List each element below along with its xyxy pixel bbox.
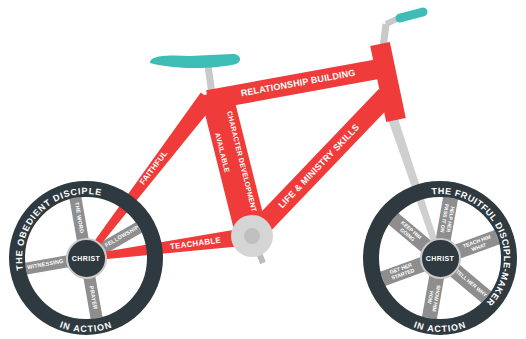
ring-text-path: IN ACTION xyxy=(412,319,467,334)
ring-text: IN ACTION xyxy=(58,319,113,334)
bottom-bracket xyxy=(244,228,260,244)
spoke-label: HELP HER PASS IT ON xyxy=(438,198,456,239)
spoke-label: SHOW HIM HOW xyxy=(424,277,442,318)
hub-circle: CHRIST xyxy=(66,238,107,279)
wheel-circle: THE OBEDIENT DISCIPLE IN ACTION CHRIST xyxy=(9,181,163,335)
hub-text: CHRIST xyxy=(72,255,100,262)
head-tube xyxy=(370,42,406,122)
spoke-label: KEEP HIM GOING xyxy=(390,215,428,249)
hub-text: CHRIST xyxy=(426,255,454,262)
spoke-label: GET HER STARTED xyxy=(382,260,423,284)
down-tube xyxy=(245,89,393,243)
frame xyxy=(84,42,406,261)
ring-text: THE OBEDIENT DISCIPLE xyxy=(14,186,103,271)
hub-circle: CHRIST xyxy=(420,238,461,279)
spoke-label: TELL HER WHY xyxy=(453,269,487,299)
front-spokes xyxy=(383,198,498,318)
ring-text-path: IN ACTION xyxy=(58,319,113,334)
grip xyxy=(400,12,423,18)
spoke-label: TEACH HIM WHAT xyxy=(457,232,498,256)
saddle xyxy=(150,54,240,68)
ring-text: IN ACTION xyxy=(412,319,467,334)
chainring xyxy=(231,215,273,257)
frame-label: FAITHFUL xyxy=(139,150,170,187)
ring-text-path: THE OBEDIENT DISCIPLE xyxy=(14,186,103,271)
frame-label: LIFE & MINISTRY SKILLS xyxy=(277,122,361,209)
wheel-circle: THE FRUITFUL DISCIPLE-MAKERIN ACTIONCHRI… xyxy=(363,181,517,335)
